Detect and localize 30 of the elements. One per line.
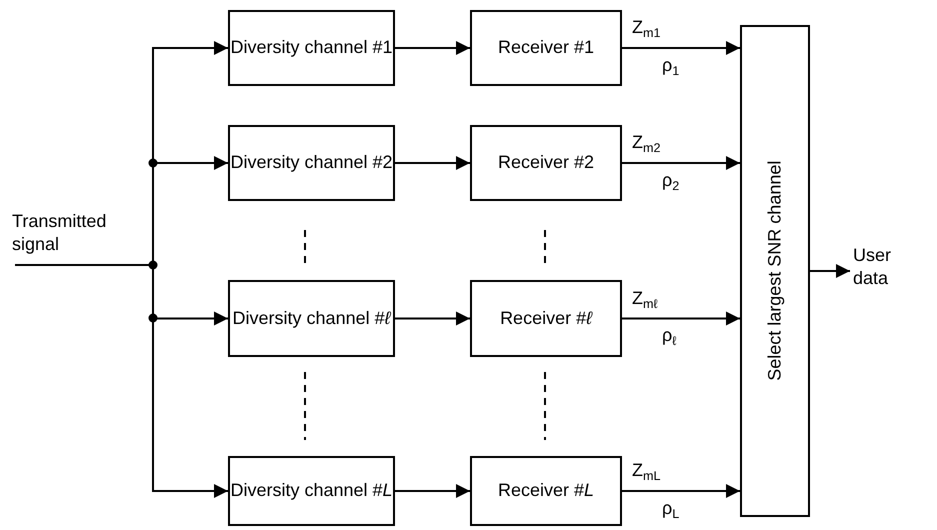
box-label: Receiver #L	[498, 479, 594, 502]
box-label: Diversity channel #2	[230, 151, 393, 174]
box-label: Receiver #ℓ	[500, 306, 592, 330]
input-label: Transmitted signal	[12, 210, 108, 256]
output-label: User data	[853, 244, 892, 290]
channel-box	[228, 125, 395, 201]
arrow	[622, 156, 740, 170]
arrow	[395, 484, 470, 498]
edge-label: Z$_{mℓ}$	[630, 288, 660, 312]
receiver-box	[470, 10, 622, 86]
arrow	[810, 264, 850, 278]
arrow	[622, 41, 740, 55]
arrow	[622, 312, 740, 326]
channel-box	[228, 10, 395, 86]
box-label: Diversity channel #1	[230, 36, 393, 60]
box-label: Select largest SNR channel	[763, 160, 786, 382]
box-label: Diversity channel #ℓ	[232, 306, 390, 330]
arrow	[395, 156, 470, 170]
receiver-box	[470, 125, 622, 201]
channel-box	[228, 280, 395, 357]
arrow	[622, 484, 740, 498]
box-label: Receiver #1	[498, 36, 594, 60]
arrow	[395, 312, 470, 326]
receiver-box	[470, 456, 622, 526]
selector-box	[740, 25, 810, 517]
box-label: Diversity channel #L	[230, 479, 393, 502]
arrow	[395, 41, 470, 55]
receiver-box	[470, 280, 622, 357]
box-label: Receiver #2	[498, 151, 594, 174]
channel-box	[228, 456, 395, 526]
